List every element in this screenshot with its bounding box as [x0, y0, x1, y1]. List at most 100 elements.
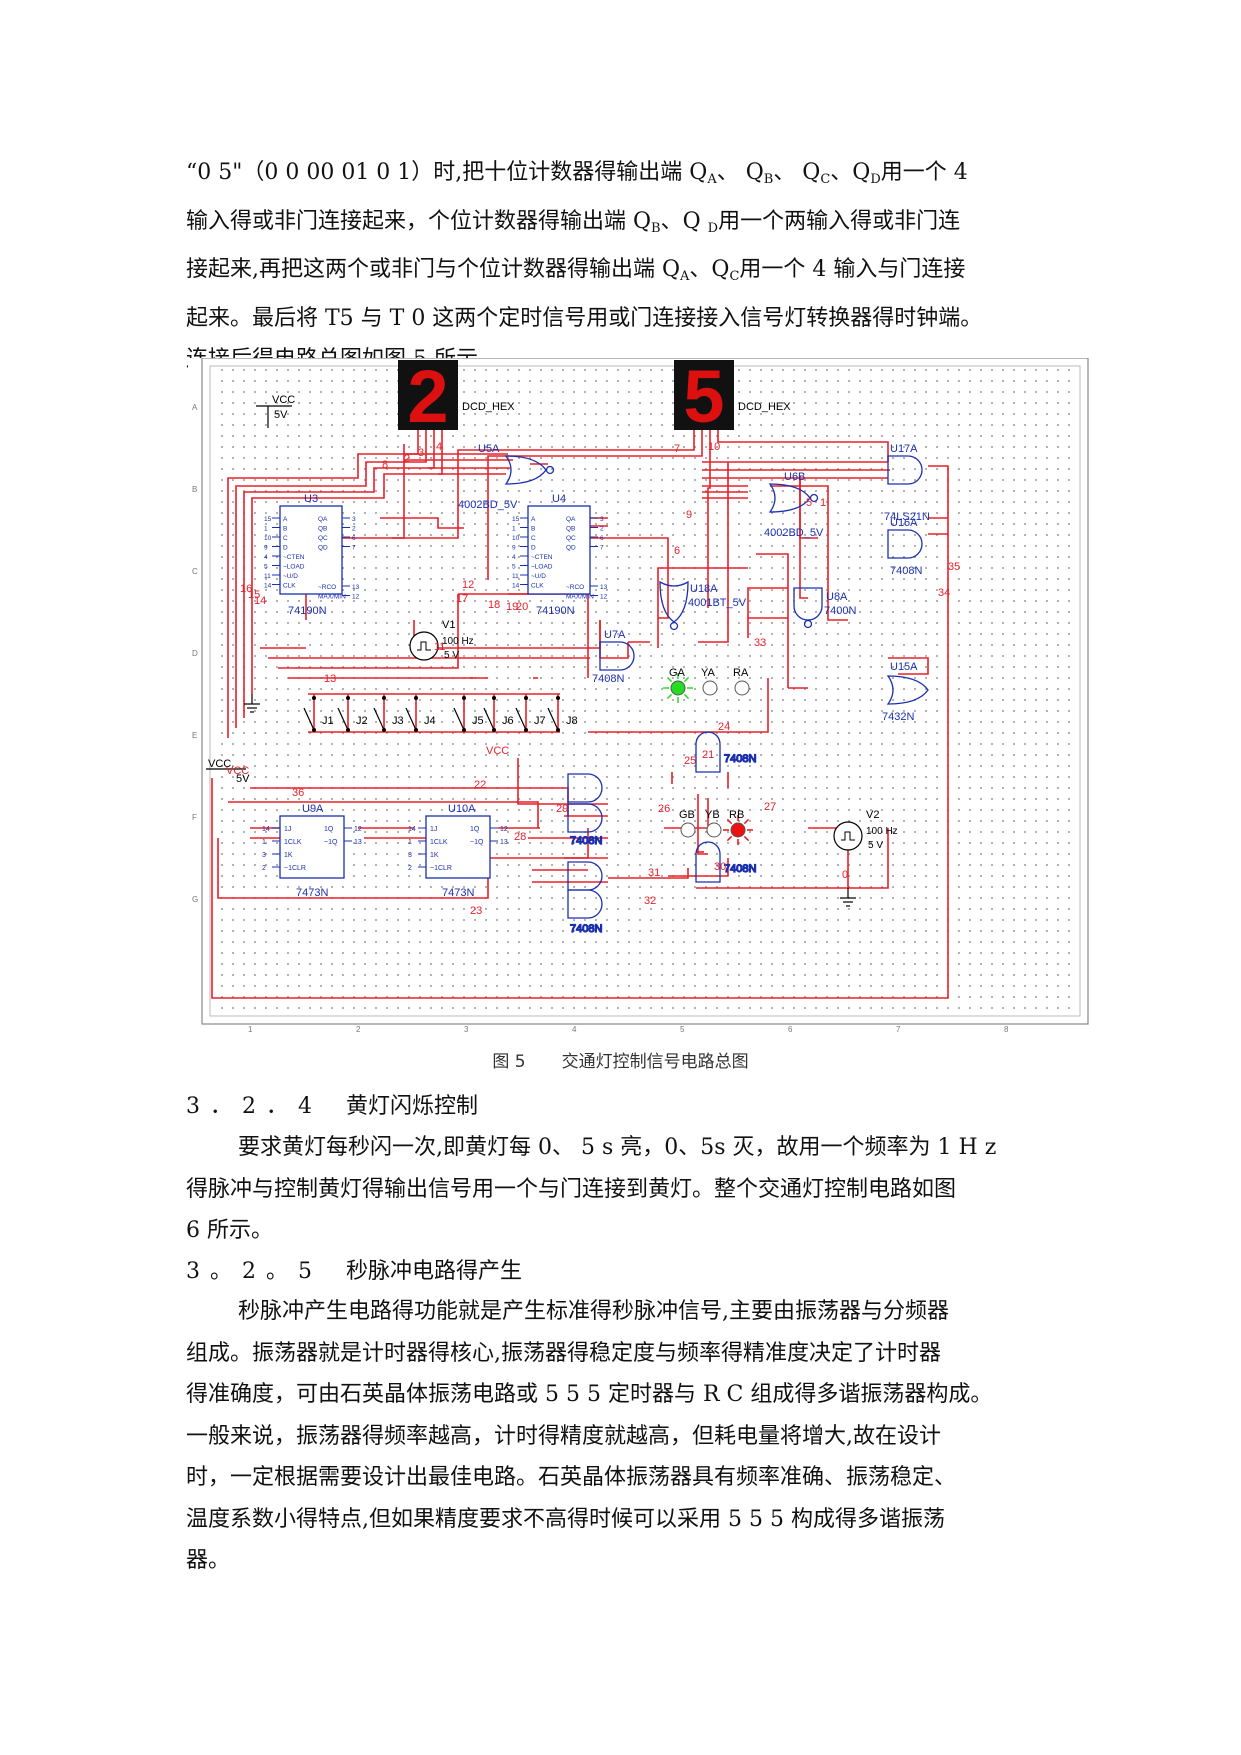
net-label: 30	[714, 861, 726, 873]
wire	[770, 485, 848, 621]
net-label: 9	[686, 509, 692, 521]
grid-dots	[212, 366, 1078, 1016]
grid-row-label: G	[192, 895, 198, 904]
net-label: 2	[404, 453, 410, 465]
net-label: 4	[436, 441, 442, 453]
lamp-yb: YB	[705, 809, 722, 838]
svg-text:U9A: U9A	[302, 803, 324, 815]
wire	[211, 465, 949, 999]
wire	[888, 657, 929, 675]
grid-row-label: D	[192, 649, 198, 658]
svg-text:A: A	[531, 516, 536, 523]
svg-text:12: 12	[352, 594, 360, 601]
svg-text:3: 3	[408, 852, 412, 859]
net-label: 17	[456, 593, 468, 605]
intro-line-4: 起来。最后将 T5 与 T 0 这两个定时信号用或门连接接入信号灯转换器得时钟端…	[186, 305, 983, 331]
net-label: 24	[718, 721, 730, 733]
net-label: 11	[434, 641, 445, 653]
gate-u7a	[599, 641, 635, 671]
net-label: 10	[708, 441, 720, 453]
svg-text:1K: 1K	[430, 852, 439, 859]
svg-text:5: 5	[512, 564, 516, 571]
svg-text:J8: J8	[566, 715, 578, 727]
net-label: 6	[674, 545, 680, 557]
svg-text:~1Q: ~1Q	[470, 839, 484, 846]
net-label: 28	[514, 831, 526, 843]
grid-col-label: 8	[1004, 1025, 1009, 1034]
wire	[717, 430, 889, 462]
wire	[235, 430, 427, 728]
switch-j2[interactable]: J2	[337, 696, 368, 732]
svg-text:J1: J1	[322, 715, 334, 727]
svg-text:1: 1	[512, 526, 516, 533]
wire	[707, 430, 711, 608]
intro-line-2: 输入得或非门连接起来，个位计数器得输出端 QB、Q D用一个两输入得或非门连	[186, 208, 961, 236]
svg-text:~RCO: ~RCO	[318, 584, 336, 591]
svg-text:U2: U2	[424, 358, 437, 361]
counter-ref: U4	[552, 493, 566, 505]
svg-text:C: C	[283, 535, 288, 542]
net-label: 23	[470, 905, 482, 917]
svg-text:6: 6	[352, 535, 356, 542]
svg-text:~CTEN: ~CTEN	[531, 554, 553, 561]
svg-text:U15A: U15A	[890, 661, 918, 673]
svg-text:1Q: 1Q	[470, 826, 480, 833]
switch-j3[interactable]: J3	[373, 696, 404, 732]
svg-text:QD: QD	[318, 545, 328, 552]
svg-text:12: 12	[354, 826, 362, 833]
svg-text:7473N: 7473N	[442, 887, 474, 899]
net-label: 21	[702, 749, 714, 761]
grid-row-label: A	[192, 403, 198, 412]
svg-text:14: 14	[264, 583, 272, 590]
svg-text:9: 9	[264, 545, 268, 552]
wire	[697, 794, 708, 855]
svg-text:4002BD_5V: 4002BD_5V	[458, 499, 518, 511]
svg-text:15: 15	[512, 516, 520, 523]
switch-j4[interactable]: J4	[405, 696, 436, 732]
switch-j7[interactable]: J7	[515, 696, 546, 732]
vcc-switch-label: VCC	[486, 745, 509, 757]
svg-text:QA: QA	[566, 516, 576, 523]
section-3-2-5-paragraph: 秒脉冲产生电路得功能就是产生标准得秒脉冲信号,主要由振荡器与分频器 组成。振荡器…	[186, 1299, 993, 1573]
vcc-ff-label: VCC	[226, 765, 249, 777]
switch-j5[interactable]: J5	[453, 696, 484, 732]
svg-text:11: 11	[512, 573, 519, 580]
svg-text:5V: 5V	[236, 773, 250, 785]
svg-text:1: 1	[408, 839, 412, 846]
display-digit-units: 5	[683, 358, 724, 438]
wires	[211, 430, 949, 999]
switch-j1[interactable]: J1	[303, 696, 334, 732]
svg-text:~1Q: ~1Q	[324, 839, 338, 846]
svg-text:1J: 1J	[284, 826, 291, 833]
wire	[599, 620, 629, 659]
svg-text:U5A: U5A	[478, 443, 500, 455]
svg-text:D: D	[283, 545, 288, 552]
svg-text:4: 4	[264, 554, 268, 561]
switch-j8[interactable]: J8	[547, 696, 578, 732]
svg-text:J5: J5	[472, 715, 484, 727]
svg-text:6: 6	[600, 535, 604, 542]
net-label: 22	[474, 779, 486, 791]
wire	[243, 430, 435, 718]
gate-labels: U5A 4002BD_5V	[458, 443, 518, 511]
svg-text:1K: 1K	[284, 852, 293, 859]
svg-text:2: 2	[352, 526, 356, 533]
gate-u6b	[768, 483, 819, 513]
net-label: 8	[382, 459, 388, 471]
wire	[251, 430, 443, 694]
lamp-gb: GB	[679, 809, 696, 838]
gate-and-vertical	[695, 731, 721, 773]
svg-text:5 V: 5 V	[868, 840, 883, 851]
lamp-ga: GA	[663, 667, 693, 703]
svg-text:10: 10	[512, 535, 520, 542]
svg-text:YB: YB	[705, 809, 720, 821]
svg-text:14: 14	[512, 583, 520, 590]
svg-text:V1: V1	[442, 619, 455, 631]
wire	[380, 517, 464, 529]
svg-text:~CTEN: ~CTEN	[283, 554, 305, 561]
switch-j6[interactable]: J6	[483, 696, 514, 732]
